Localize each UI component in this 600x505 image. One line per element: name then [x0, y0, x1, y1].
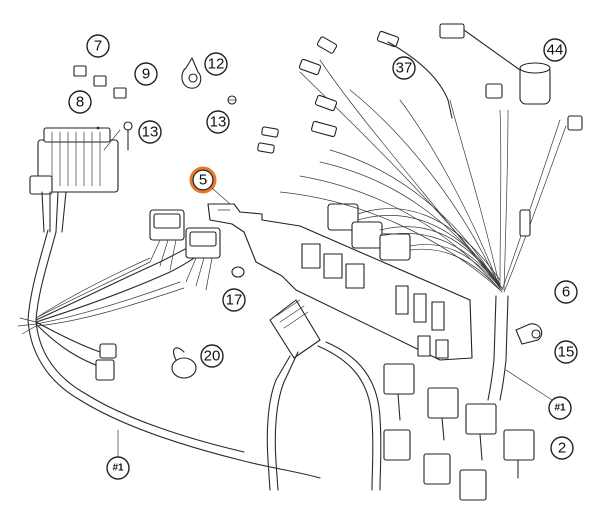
- callout-20: 20: [200, 344, 224, 368]
- clamp-15: [515, 323, 543, 345]
- relay-connectors: [327, 203, 503, 293]
- callout-17-label: 17: [226, 292, 243, 309]
- callout-13-left: 13: [138, 120, 162, 144]
- relays: [383, 363, 535, 501]
- callout-6: 6: [554, 280, 578, 304]
- fuse-parts: [73, 65, 127, 130]
- callout-12: 12: [204, 52, 228, 76]
- callout-8-label: 8: [76, 94, 84, 111]
- callout-9-label: 9: [142, 66, 150, 83]
- clamp-12: [181, 57, 202, 89]
- item-20: [171, 347, 197, 379]
- screw-17: [231, 266, 245, 278]
- callout-5-highlight-ring: [189, 166, 217, 194]
- callout-13-right-label: 13: [210, 114, 227, 131]
- callout-7-label: 7: [94, 38, 102, 55]
- callout-13-right: 13: [206, 110, 230, 134]
- callout-7: 7: [86, 34, 110, 58]
- connector-tips: [257, 23, 583, 237]
- callout-hash1-bottom: #1: [106, 429, 130, 480]
- connector-pair: [149, 209, 221, 291]
- ribbon-connector: [266, 299, 382, 491]
- callout-12-label: 12: [208, 56, 225, 73]
- callout-44-label: 44: [547, 42, 564, 59]
- callout-2-label: 2: [558, 440, 566, 457]
- callout-hash1-right: #1: [505, 369, 572, 420]
- callout-44: 44: [543, 38, 567, 62]
- callout-37-label: 37: [396, 60, 413, 77]
- callout-13-left-label: 13: [142, 124, 159, 141]
- fuse-block-connector: [29, 127, 121, 233]
- callout-37: 37: [392, 56, 416, 80]
- callout-5-label: 5: [199, 172, 207, 189]
- harness-trunk-right: [279, 59, 567, 401]
- callout-hash1-bottom-label: #1: [112, 463, 124, 474]
- callout-8: 8: [68, 90, 92, 114]
- callout-20-label: 20: [204, 348, 221, 365]
- screw-13-right: [227, 95, 237, 105]
- bracket-5: [207, 203, 473, 361]
- callout-5[interactable]: 5: [189, 166, 231, 205]
- screw-13-left: [123, 121, 133, 151]
- small-connector: [95, 343, 117, 381]
- callout-15-label: 15: [558, 344, 575, 361]
- callout-17: 17: [222, 288, 246, 312]
- callout-2: 2: [550, 436, 574, 460]
- callout-hash1-right-label: #1: [554, 403, 566, 414]
- callout-6-label: 6: [562, 284, 570, 301]
- harness-trunk-left: [17, 229, 321, 479]
- callout-9: 9: [134, 62, 158, 86]
- callout-15: 15: [554, 340, 578, 364]
